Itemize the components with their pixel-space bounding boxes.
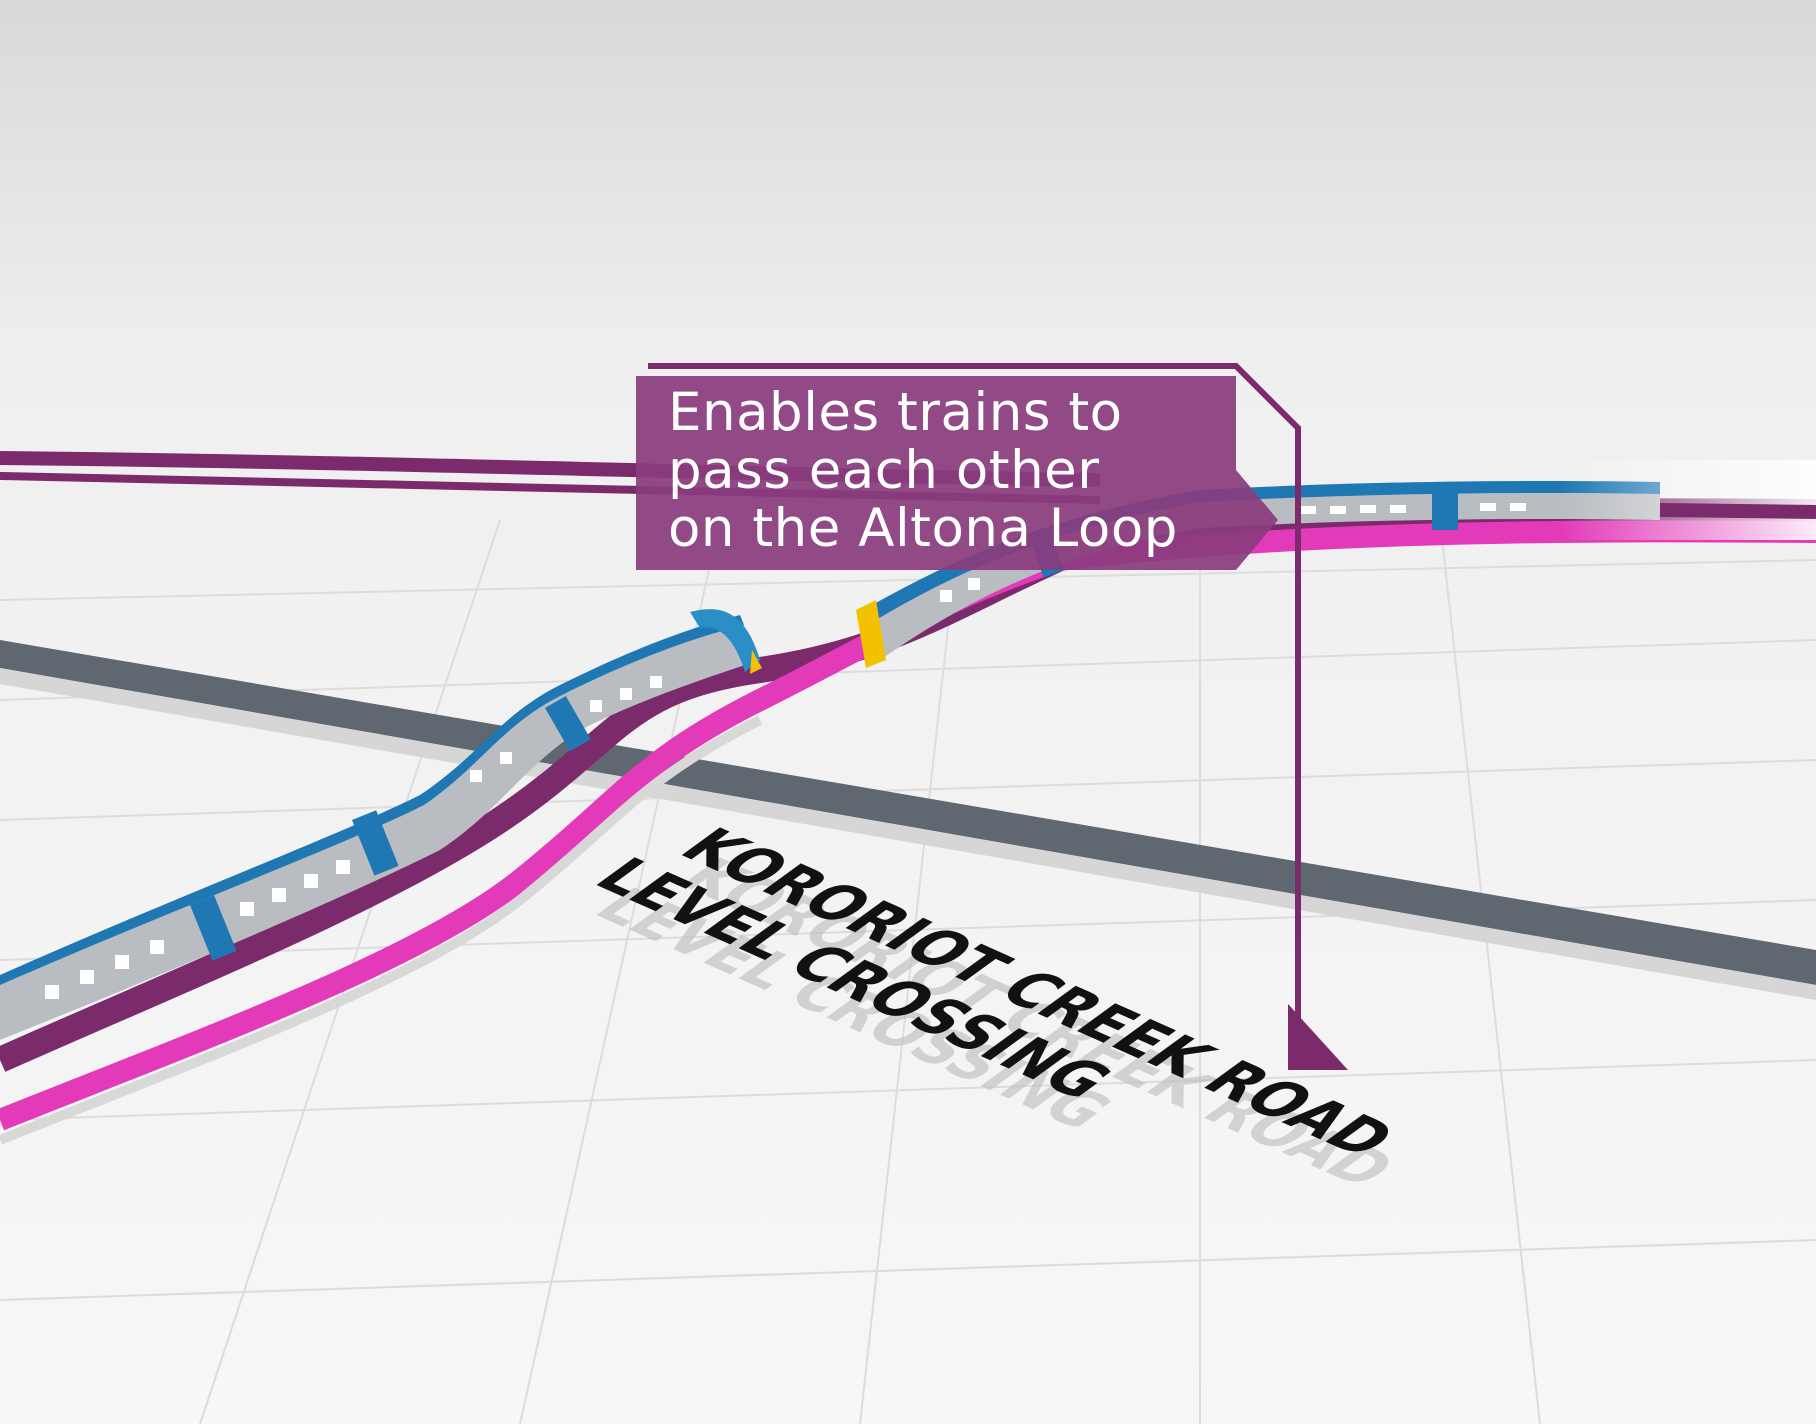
callout-text: Enables trains to pass each other on the… <box>668 384 1228 558</box>
road <box>0 640 1816 1000</box>
main-track-magenta <box>0 520 1816 1131</box>
callout-line-3: on the Altona Loop <box>668 498 1178 559</box>
ground-grid <box>0 519 1816 1424</box>
train-right-door <box>1432 490 1458 530</box>
callout-box <box>636 363 1348 1070</box>
callout-line-2: pass each other <box>668 440 1100 501</box>
callout-line-1: Enables trains to <box>668 382 1123 443</box>
train-left <box>0 609 762 1040</box>
callout-pointer <box>1288 1004 1348 1070</box>
callout-leader-line <box>648 363 1301 1068</box>
